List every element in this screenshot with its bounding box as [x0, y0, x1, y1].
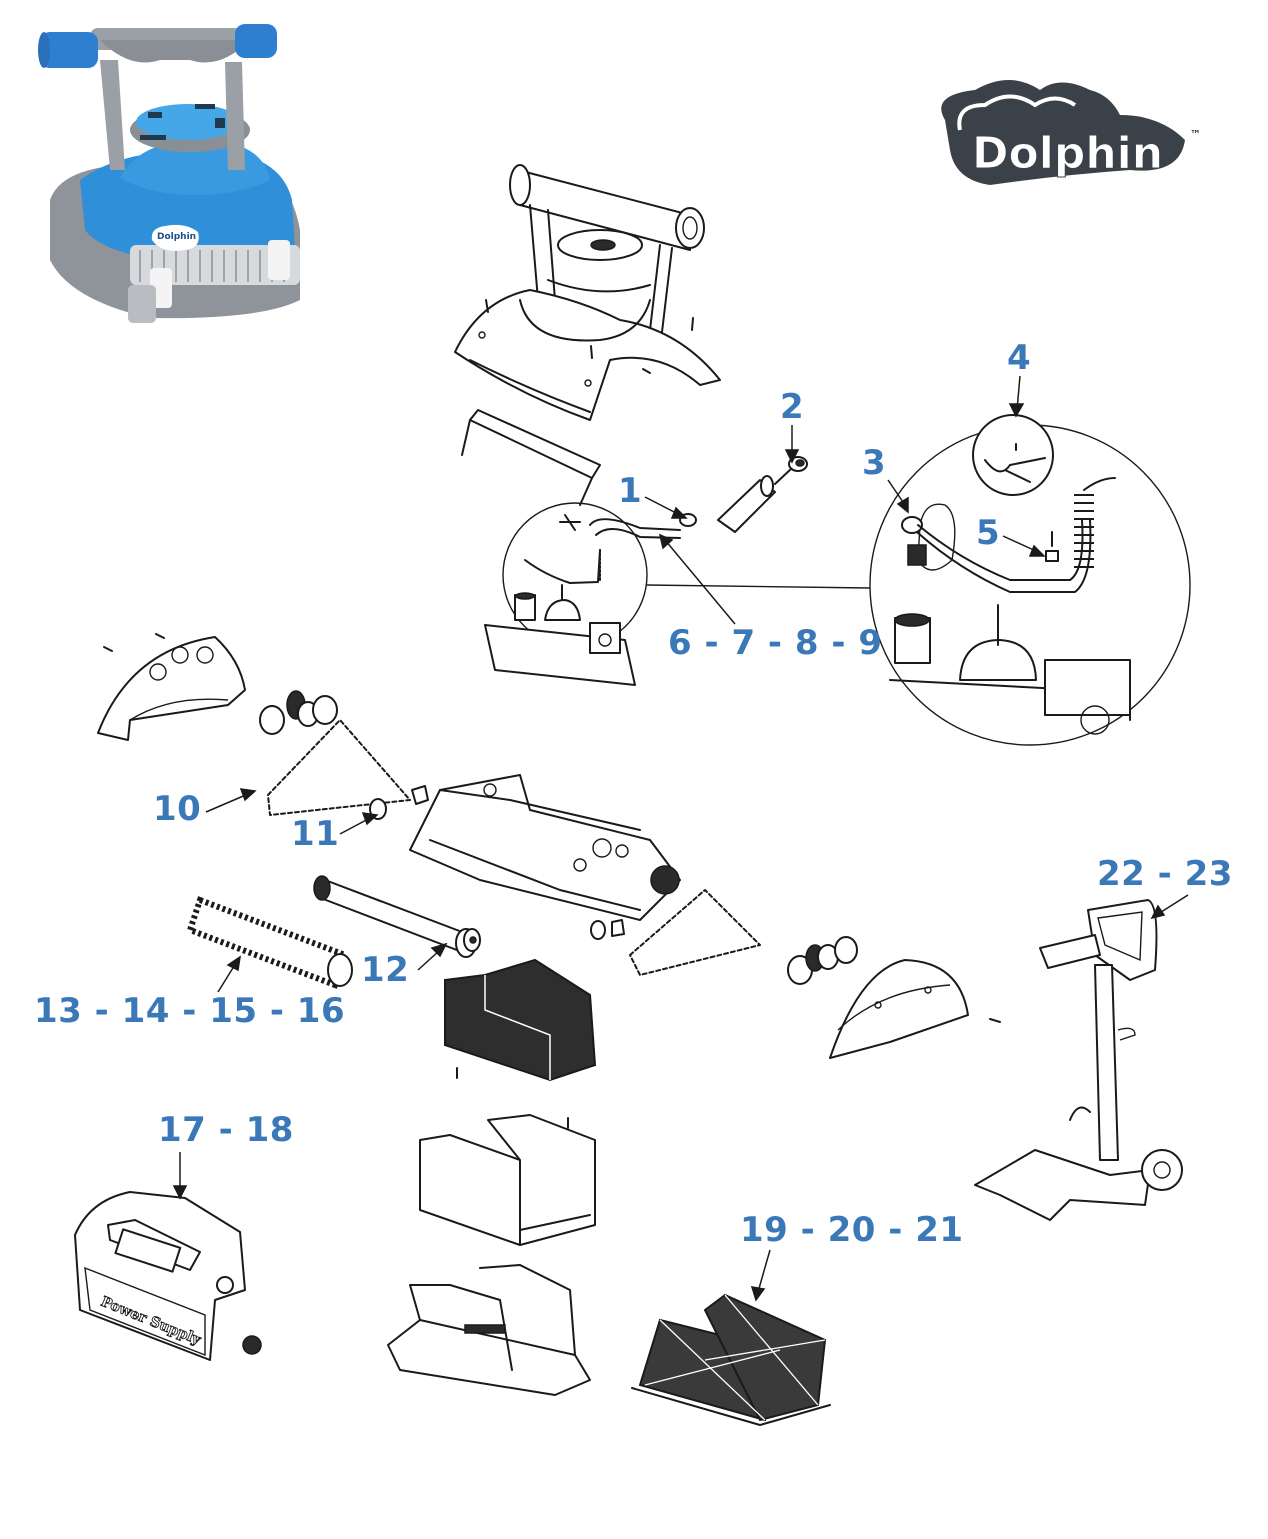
part-roller: [313, 875, 481, 958]
part-left-side-panel: [97, 633, 246, 741]
logo-wordmark: Dolphin: [972, 128, 1163, 179]
product-badge-text: Dolphin: [157, 232, 197, 242]
callout-11[interactable]: 11: [291, 814, 340, 854]
callout-5[interactable]: 5: [976, 513, 1001, 553]
callout-1[interactable]: 1: [618, 471, 643, 511]
part-right-side-panel: [829, 959, 1001, 1059]
callout-17-18[interactable]: 17 - 18: [158, 1110, 294, 1150]
part-brush: [186, 896, 353, 989]
callout-6-9[interactable]: 6 - 7 - 8 - 9: [668, 623, 883, 663]
callout-3[interactable]: 3: [862, 443, 887, 483]
part-filter-frame: [419, 1114, 596, 1246]
part-filter-panels: [631, 1293, 831, 1426]
callout-19-21[interactable]: 19 - 20 - 21: [740, 1210, 964, 1250]
part-filter-basket: [444, 958, 597, 1082]
part-caddy-cart: [974, 899, 1183, 1221]
callout-2[interactable]: 2: [780, 387, 805, 427]
part-track-left: [259, 690, 429, 820]
detail-magnified-motor: [869, 414, 1191, 746]
part-bottom-base: [387, 1264, 591, 1396]
callout-10[interactable]: 10: [153, 789, 202, 829]
callout-13-16[interactable]: 13 - 14 - 15 - 16: [34, 991, 346, 1031]
product-photo-robot: [38, 24, 300, 323]
part-motor-unit: [484, 502, 871, 686]
part-handle-and-top-cover: [454, 164, 721, 506]
callout-12[interactable]: 12: [361, 950, 410, 990]
part-track-right: [629, 889, 858, 985]
part-chassis: [409, 774, 681, 940]
callout-leader-lines: [172, 375, 1189, 1302]
callout-22-23[interactable]: 22 - 23: [1097, 854, 1233, 894]
part-power-supply: Power Supply: [74, 1191, 262, 1361]
trademark-symbol: ™: [1190, 128, 1201, 141]
callout-4[interactable]: 4: [1007, 338, 1032, 378]
dolphin-logo: Dolphin: [941, 80, 1185, 185]
